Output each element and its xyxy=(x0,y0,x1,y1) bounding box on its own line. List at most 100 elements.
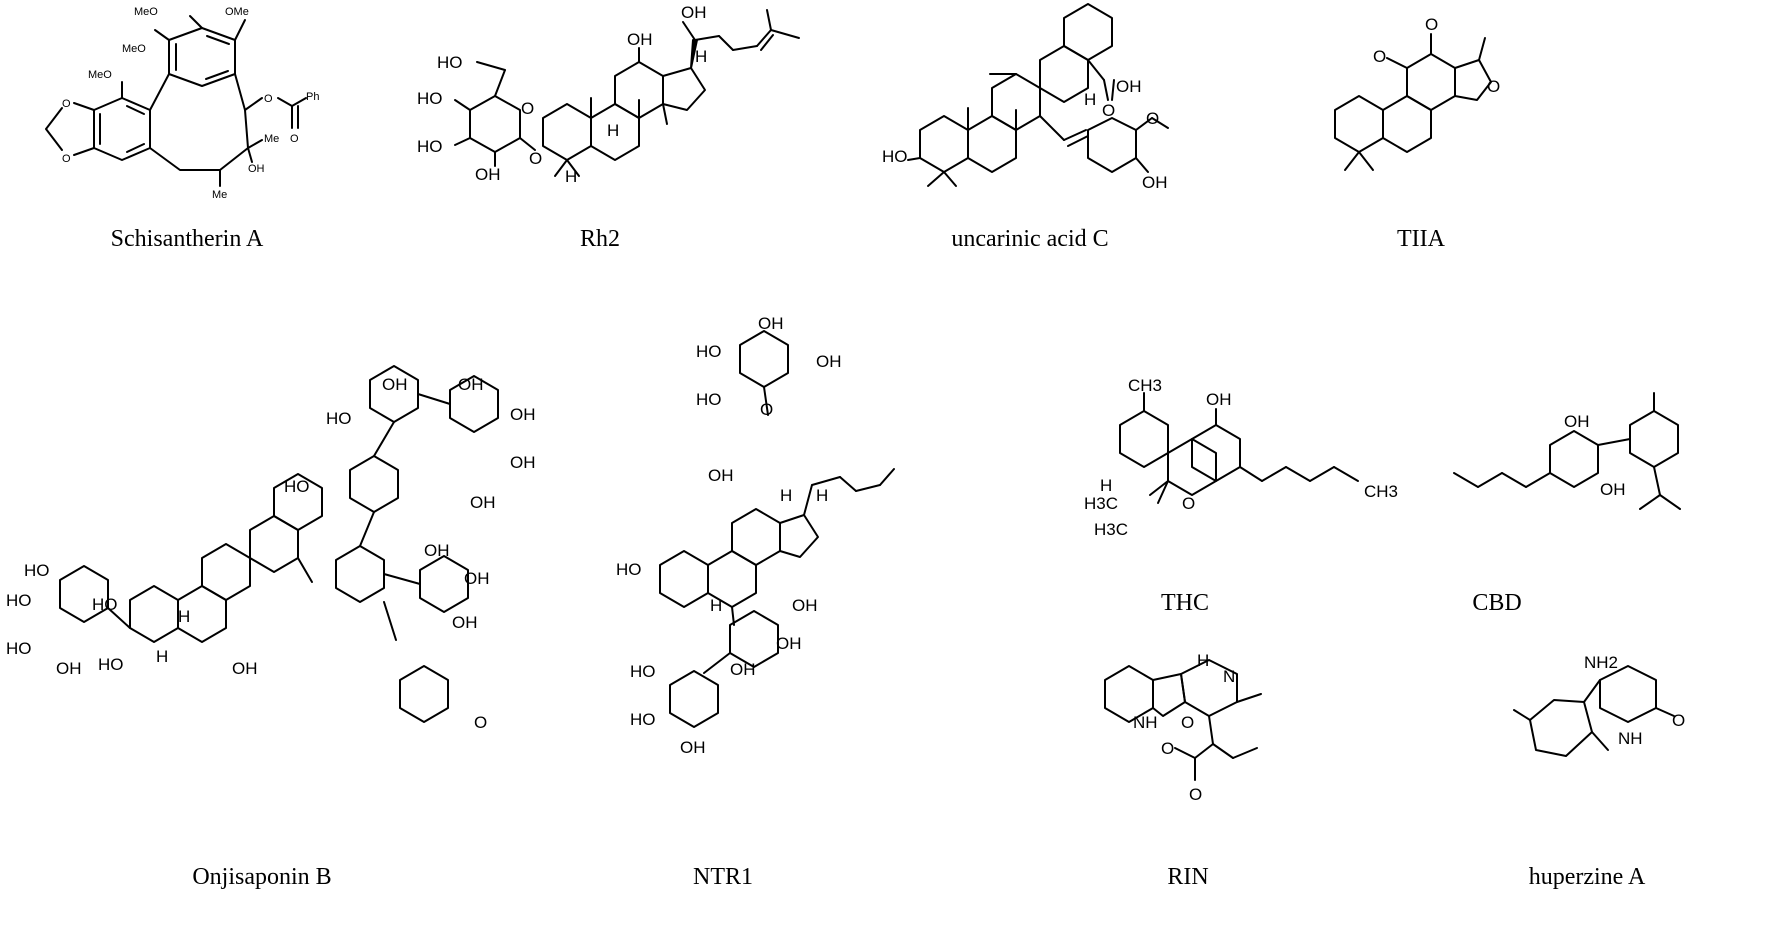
label-o-1: O xyxy=(1373,47,1386,66)
label-o: O xyxy=(1672,711,1685,730)
label-h-2: H xyxy=(565,167,577,186)
label-oh-7: OH xyxy=(680,738,706,757)
label-o-dioxole-bottom: O xyxy=(62,153,71,165)
label-oh-10: OH xyxy=(452,613,478,632)
label-h3c-2: H3C xyxy=(1094,520,1128,539)
label-h-2: H xyxy=(816,486,828,505)
label-o-lactam: O xyxy=(1181,713,1194,732)
label-ho-1: HO xyxy=(437,53,463,72)
label-ho-2: HO xyxy=(696,390,722,409)
label-oh-4: OH xyxy=(458,375,484,394)
label-h-1: H xyxy=(780,486,792,505)
label-ho-4: HO xyxy=(630,662,656,681)
label-oh-5: OH xyxy=(510,405,536,424)
caption-cbd: CBD xyxy=(1472,590,1522,616)
caption-thc: THC xyxy=(1161,590,1209,616)
label-o: O xyxy=(1182,494,1195,513)
structure-huperzine-a: NH2 NH O xyxy=(1513,653,1685,757)
label-o-carbonyl: O xyxy=(290,133,299,145)
label-h3c-1: H3C xyxy=(1084,494,1118,513)
label-ph: Ph xyxy=(306,91,319,103)
caption-rh2: Rh2 xyxy=(579,226,621,252)
label-o-ester: O xyxy=(1161,739,1174,758)
label-o-glycoside: O xyxy=(529,149,542,168)
label-ho-4: HO xyxy=(92,595,118,614)
structure-schisantherin-a: MeO OMe MeO MeO O O O O Ph Me OH Me xyxy=(45,6,319,201)
structure-uncarinic-acid-c: HO OH OH O O H xyxy=(882,3,1169,192)
structure-rin: H N NH O O O xyxy=(1104,651,1262,804)
label-o-ester: O xyxy=(264,93,273,105)
label-ch3-tail: CH3 xyxy=(1364,482,1398,501)
label-ho-5: HO xyxy=(98,655,124,674)
structure-rh2: HO HO HO OH OH OH O O H H H xyxy=(417,3,800,186)
label-n: N xyxy=(1223,667,1235,686)
label-oh-9: OH xyxy=(464,569,490,588)
label-oh-phenol: OH xyxy=(1142,173,1168,192)
label-h-3: H xyxy=(710,596,722,615)
label-h: H xyxy=(1084,90,1096,109)
label-h: H xyxy=(1100,476,1112,495)
label-o-ring: O xyxy=(521,99,534,118)
structure-ntr1: HO HO HO HO HO OH OH OH OH OH OH OH O H … xyxy=(616,314,895,757)
label-o-furan: O xyxy=(1487,77,1500,96)
label-oh-acid: OH xyxy=(1116,77,1142,96)
structure-tiia: O O O xyxy=(1334,15,1500,171)
label-o-methoxy: O xyxy=(474,713,487,732)
label-oh-bottom: OH xyxy=(1600,480,1626,499)
structure-onjisaponin-b: HO HO HO HO HO HO HO OH OH OH OH OH OH O… xyxy=(6,365,536,732)
label-ho-2: HO xyxy=(417,89,443,108)
label-oh-5: OH xyxy=(776,634,802,653)
label-oh-2: OH xyxy=(816,352,842,371)
label-oh-3: OH xyxy=(382,375,408,394)
label-h: H xyxy=(1197,651,1209,670)
label-ho-5: HO xyxy=(630,710,656,729)
label-oh-4: OH xyxy=(792,596,818,615)
label-o-2: O xyxy=(1425,15,1438,34)
label-oh-8: OH xyxy=(424,541,450,560)
label-h-2: H xyxy=(156,647,168,666)
label-nh2: NH2 xyxy=(1584,653,1618,672)
caption-tiia: TIIA xyxy=(1397,226,1445,252)
label-h-1: H xyxy=(607,121,619,140)
label-nh: NH xyxy=(1133,713,1158,732)
label-h-3: H xyxy=(695,47,707,66)
label-oh-6: OH xyxy=(510,453,536,472)
label-ho-1: HO xyxy=(24,561,50,580)
label-o-dioxole-top: O xyxy=(62,98,71,110)
label-me-right: Me xyxy=(264,133,279,145)
label-ho-3: HO xyxy=(616,560,642,579)
label-nh: NH xyxy=(1618,729,1643,748)
label-oh-3: OH xyxy=(681,3,707,22)
label-meo-left: MeO xyxy=(88,69,112,81)
caption-huperzine-a: huperzine A xyxy=(1528,864,1646,890)
label-ho: HO xyxy=(882,147,908,166)
label-oh-top: OH xyxy=(1564,412,1590,431)
label-o-methoxy: O xyxy=(1146,109,1159,128)
caption-onjisaponin-b: Onjisaponin B xyxy=(192,864,332,890)
label-meo-mid: MeO xyxy=(122,43,146,55)
label-ho-3: HO xyxy=(417,137,443,156)
label-oh-2: OH xyxy=(232,659,258,678)
label-meo-top-left: MeO xyxy=(134,6,158,18)
label-ho-1: HO xyxy=(696,342,722,361)
label-oh-2: OH xyxy=(627,30,653,49)
label-h-1: H xyxy=(178,607,190,626)
label-oh-3: OH xyxy=(708,466,734,485)
label-oh-1: OH xyxy=(56,659,82,678)
label-ome-top-right: OMe xyxy=(225,6,249,18)
caption-schisantherin-a: Schisantherin A xyxy=(110,226,264,252)
label-ho-6: HO xyxy=(326,409,352,428)
structure-cbd: OH OH xyxy=(1453,392,1681,510)
label-oh-1: OH xyxy=(758,314,784,333)
label-o-carbonyl: O xyxy=(1189,785,1202,804)
label-oh-1: OH xyxy=(475,165,501,184)
caption-uncarinic-acid-c: uncarinic acid C xyxy=(951,226,1109,252)
label-oh-6: OH xyxy=(730,660,756,679)
label-ho-2: HO xyxy=(6,591,32,610)
label-oh: OH xyxy=(248,163,265,175)
label-ho-7: HO xyxy=(284,477,310,496)
caption-ntr1: NTR1 xyxy=(693,864,753,890)
caption-rin: RIN xyxy=(1167,864,1209,890)
label-oh-7: OH xyxy=(470,493,496,512)
